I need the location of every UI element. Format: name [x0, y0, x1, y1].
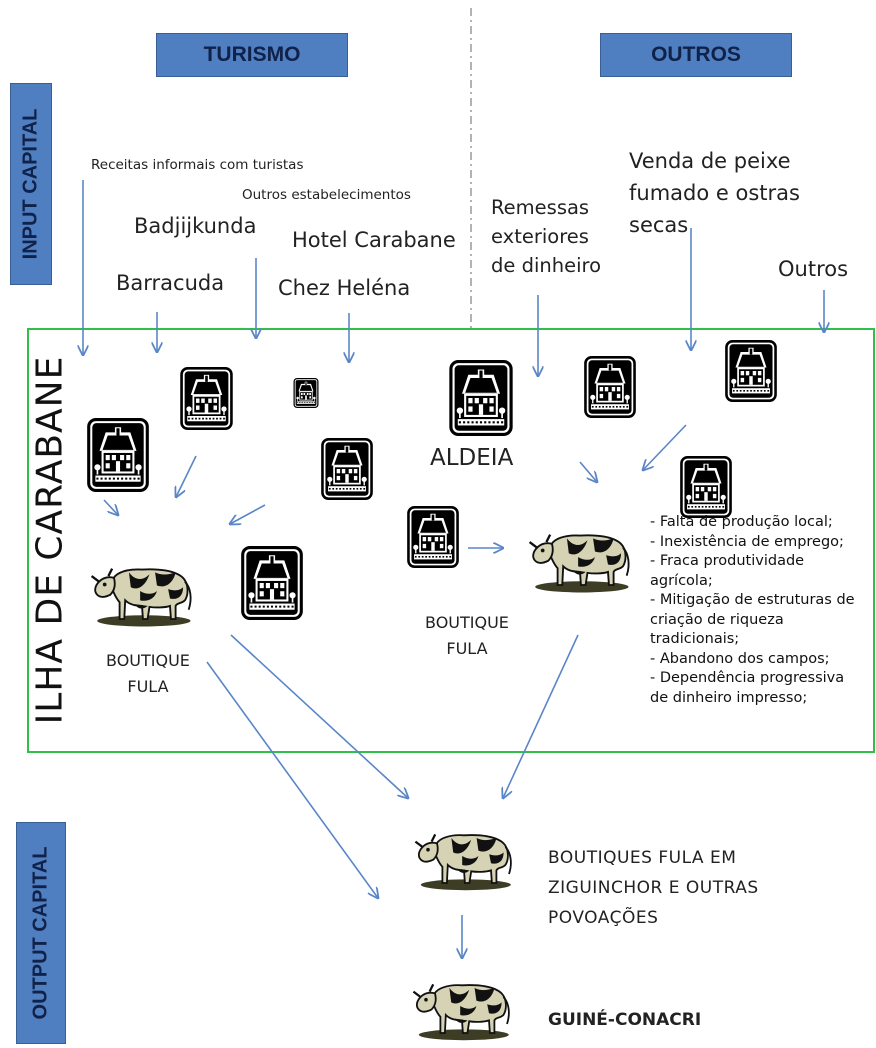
turismo-label: TURISMO — [203, 43, 301, 66]
boutique-fula-left: BOUTIQUE FULA — [106, 648, 190, 700]
venda-line: fumado e ostras — [629, 181, 800, 205]
aldeia-label: ALDEIA — [430, 445, 514, 471]
source-receitas: Receitas informais com turistas — [91, 157, 304, 173]
arrow — [503, 634, 579, 798]
outros-label: OUTROS — [651, 43, 741, 66]
venda-line: secas — [629, 213, 689, 237]
problem-item: criação de riqueza — [650, 611, 784, 628]
remessas-line: de dinheiro — [491, 254, 602, 277]
boutique-line: FULA — [446, 639, 488, 658]
input-capital-bar: INPUT CAPITAL — [10, 83, 52, 285]
problem-item: - Mitigação de estruturas de — [650, 592, 855, 608]
boutique-line: BOUTIQUE — [106, 651, 190, 670]
source-outros: Outros — [778, 257, 849, 281]
problem-item: - Inexistência de emprego; — [650, 533, 844, 550]
output-guine-conacri: GUINÉ-CONACRI — [548, 1010, 702, 1030]
remessas-line: exteriores — [491, 225, 589, 248]
source-hotel-carabane: Hotel Carabane — [292, 228, 456, 252]
ziguinchor-line: BOUTIQUES FULA EM — [548, 848, 737, 868]
source-outros-estabelecimentos: Outros estabelecimentos — [242, 187, 411, 203]
source-venda-peixe: Venda de peixe fumado e ostras secas — [629, 145, 800, 241]
source-badjijkunda: Badjijkunda — [134, 214, 257, 238]
problem-item: - Abandono dos campos; — [650, 650, 830, 667]
outros-header: OUTROS — [600, 33, 792, 77]
boutique-line: FULA — [127, 677, 169, 696]
source-chez-helena: Chez Heléna — [278, 276, 411, 300]
arrow — [206, 661, 378, 898]
problem-item: - Falta de produção local; — [650, 514, 833, 530]
problem-item: - Fraca produtividade — [650, 553, 805, 569]
remessas-line: Remessas — [491, 196, 590, 219]
island-box — [27, 328, 875, 753]
problem-item: tradicionais; — [650, 631, 740, 647]
ziguinchor-line: ZIGUINCHOR E OUTRAS — [548, 878, 759, 898]
venda-line: Venda de peixe — [629, 149, 791, 173]
problem-item: - Dependência progressiva — [650, 670, 845, 686]
arrow — [230, 634, 408, 798]
problem-item: de dinheiro impresso; — [650, 689, 808, 706]
turismo-header: TURISMO — [156, 33, 348, 77]
source-remessas: Remessas exteriores de dinheiro — [491, 193, 601, 280]
boutique-line: BOUTIQUE — [425, 613, 509, 632]
problems-list: - Falta de produção local; - Inexistênci… — [650, 513, 855, 708]
problem-item: agrícola; — [650, 572, 713, 589]
output-ziguinchor: BOUTIQUES FULA EM ZIGUINCHOR E OUTRAS PO… — [548, 843, 759, 933]
arrow — [176, 455, 197, 497]
arrow — [230, 504, 266, 524]
arrow — [643, 424, 687, 470]
ziguinchor-line: POVOAÇÕES — [548, 908, 659, 928]
arrow — [103, 499, 118, 515]
output-capital-bar: OUTPUT CAPITAL — [16, 822, 66, 1044]
arrow — [579, 461, 597, 482]
boutique-fula-right: BOUTIQUE FULA — [425, 610, 509, 662]
source-barracuda: Barracuda — [116, 271, 225, 295]
